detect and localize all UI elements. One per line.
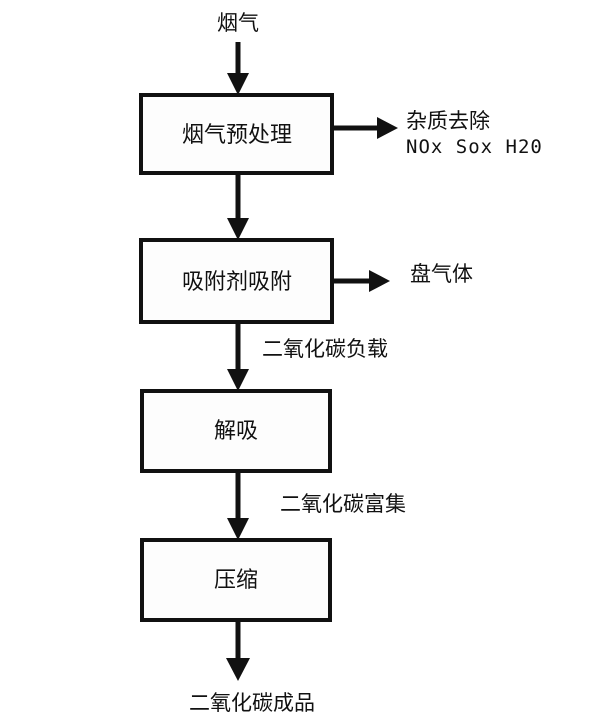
lean-gas-label: 盘气体 xyxy=(410,262,473,286)
impurity-removal-label-line2: NOx Sox H20 xyxy=(406,136,543,158)
arrow-inlet-to-pretreatment xyxy=(227,42,249,95)
flow-label-co2-loaded: 二氧化碳负载 xyxy=(262,337,388,361)
impurity-removal-label-line1: 杂质去除 xyxy=(406,109,490,133)
arrow-adsorption-to-lean-gas xyxy=(332,270,390,292)
process-box-desorption-label: 解吸 xyxy=(214,419,258,444)
process-box-pretreatment[interactable]: 烟气预处理 xyxy=(139,93,334,175)
process-box-compression-label: 压缩 xyxy=(214,568,258,593)
process-box-adsorption[interactable]: 吸附剂吸附 xyxy=(139,238,334,324)
process-box-pretreatment-label: 烟气预处理 xyxy=(182,123,292,148)
flow-label-co2-enriched: 二氧化碳富集 xyxy=(280,492,406,516)
arrow-pretreatment-to-adsorption xyxy=(227,173,249,240)
process-box-desorption[interactable]: 解吸 xyxy=(140,389,332,473)
process-box-compression[interactable]: 压缩 xyxy=(140,538,332,622)
process-box-adsorption-label: 吸附剂吸附 xyxy=(182,270,292,295)
arrow-compression-to-outlet xyxy=(226,620,250,681)
outlet-label: 二氧化碳成品 xyxy=(189,691,315,715)
inlet-label: 烟气 xyxy=(217,11,259,35)
arrow-desorption-to-compression xyxy=(227,471,249,540)
arrow-adsorption-to-desorption xyxy=(227,322,249,391)
arrow-pretreatment-to-impurity-removal xyxy=(332,117,398,139)
